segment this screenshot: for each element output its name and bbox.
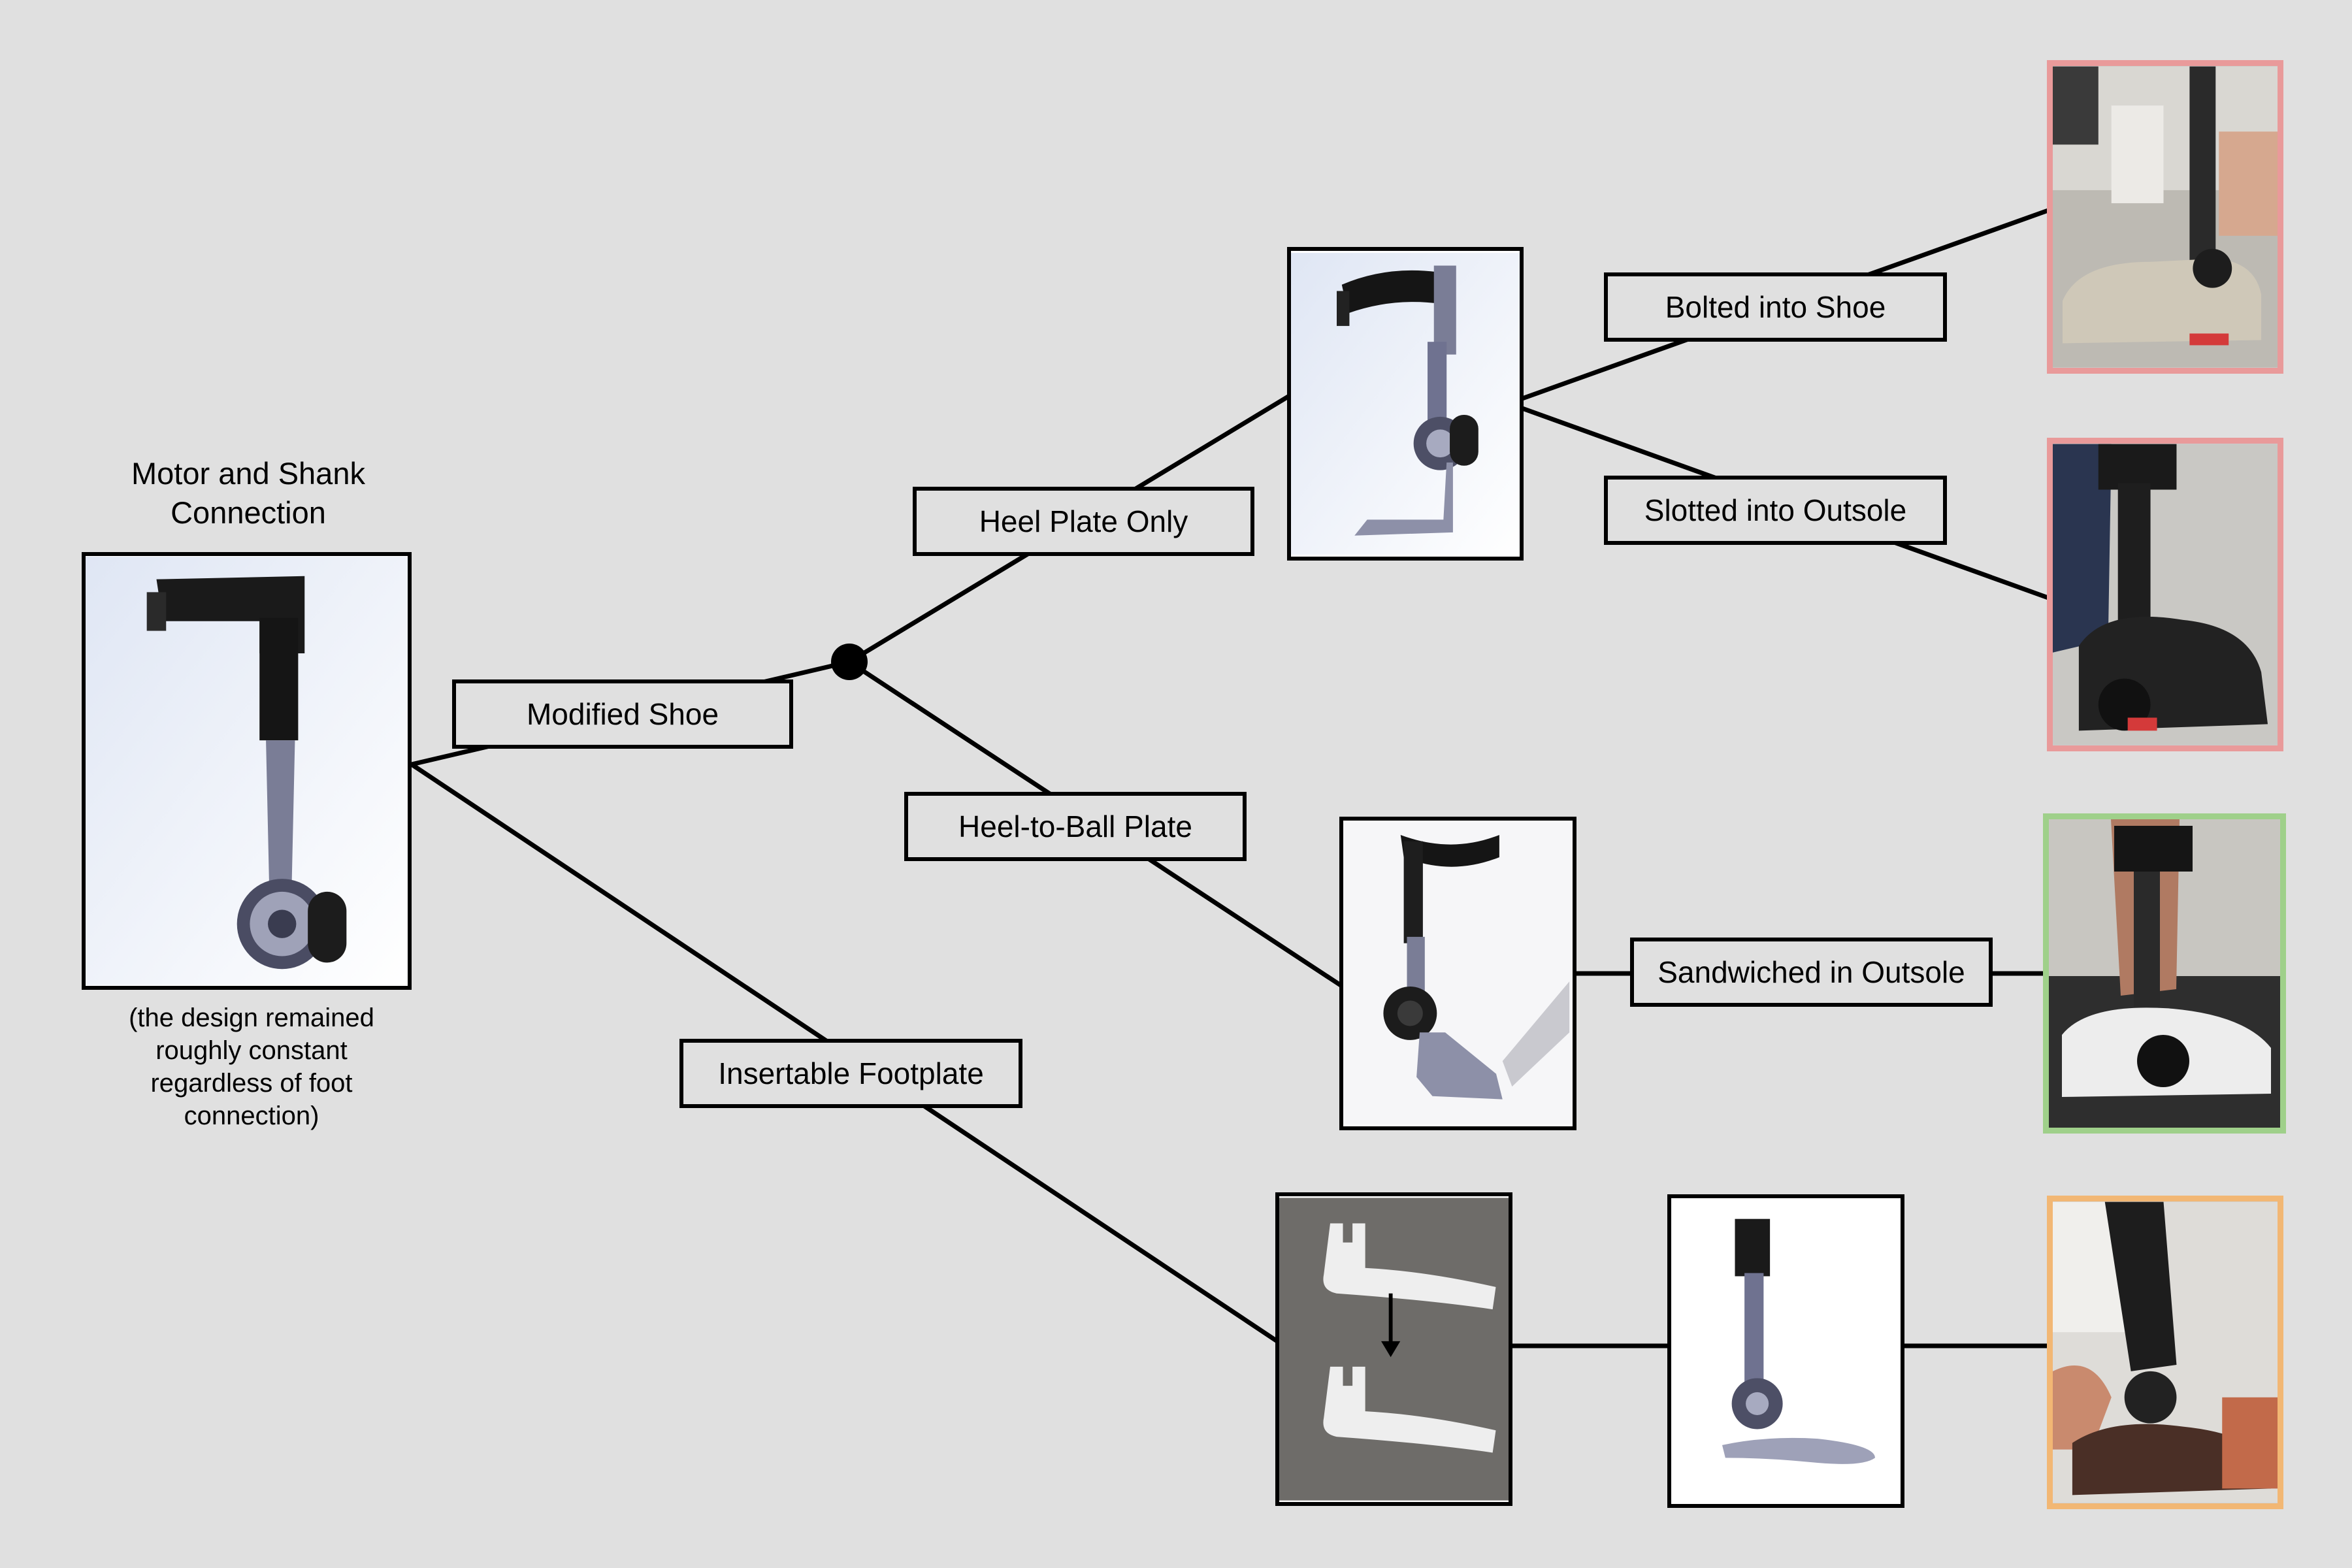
bolted-into-shoe-photo bbox=[2047, 60, 2283, 374]
root-note-line4: connection) bbox=[184, 1102, 319, 1130]
sandwiched-in-outsole-drawing bbox=[2049, 819, 2280, 1128]
motor-shank-cad-image bbox=[82, 552, 412, 990]
motor-shank-cad-drawing bbox=[86, 557, 408, 985]
insertable-footplate-cad-drawing bbox=[1671, 1200, 1901, 1503]
root-note: (the design remained roughly constant re… bbox=[78, 1002, 425, 1132]
modified-shoe-label: Modified Shoe bbox=[452, 679, 793, 749]
heel-plate-cad-image bbox=[1287, 247, 1524, 561]
root-title: Motor and Shank Connection bbox=[78, 454, 418, 532]
bolted-into-shoe-drawing bbox=[2053, 66, 2278, 368]
root-title-line1: Motor and Shank bbox=[131, 456, 365, 491]
root-note-line3: regardless of foot bbox=[150, 1069, 353, 1098]
footplate-insertion-photo bbox=[1275, 1192, 1512, 1506]
insertable-footplate-outcome-drawing bbox=[2053, 1201, 2278, 1503]
slotted-into-outsole-photo bbox=[2047, 438, 2283, 751]
root-note-line1: (the design remained bbox=[129, 1004, 374, 1032]
insertable-footplate-label: Insertable Footplate bbox=[679, 1039, 1022, 1108]
slotted-into-outsole-drawing bbox=[2053, 444, 2278, 745]
insertable-footplate-outcome-photo bbox=[2047, 1196, 2283, 1509]
slotted-into-outsole-label: Slotted into Outsole bbox=[1604, 476, 1947, 545]
heel-to-ball-plate-label: Heel-to-Ball Plate bbox=[904, 792, 1247, 861]
root-title-line2: Connection bbox=[171, 495, 326, 530]
heel-plate-only-label: Heel Plate Only bbox=[913, 487, 1254, 556]
heel-to-ball-plate-cad-image bbox=[1339, 817, 1576, 1130]
bolted-into-shoe-label: Bolted into Shoe bbox=[1604, 272, 1947, 342]
heel-plate-cad-drawing bbox=[1291, 253, 1520, 555]
footplate-insertion-drawing bbox=[1279, 1198, 1509, 1501]
sandwiched-in-outsole-label: Sandwiched in Outsole bbox=[1630, 938, 1993, 1007]
sandwiched-in-outsole-photo bbox=[2043, 813, 2286, 1134]
heel-to-ball-plate-cad-drawing bbox=[1343, 822, 1573, 1125]
root-note-line2: roughly constant bbox=[155, 1036, 348, 1065]
branch-junction-dot bbox=[831, 644, 868, 680]
insertable-footplate-cad-image bbox=[1667, 1194, 1904, 1508]
